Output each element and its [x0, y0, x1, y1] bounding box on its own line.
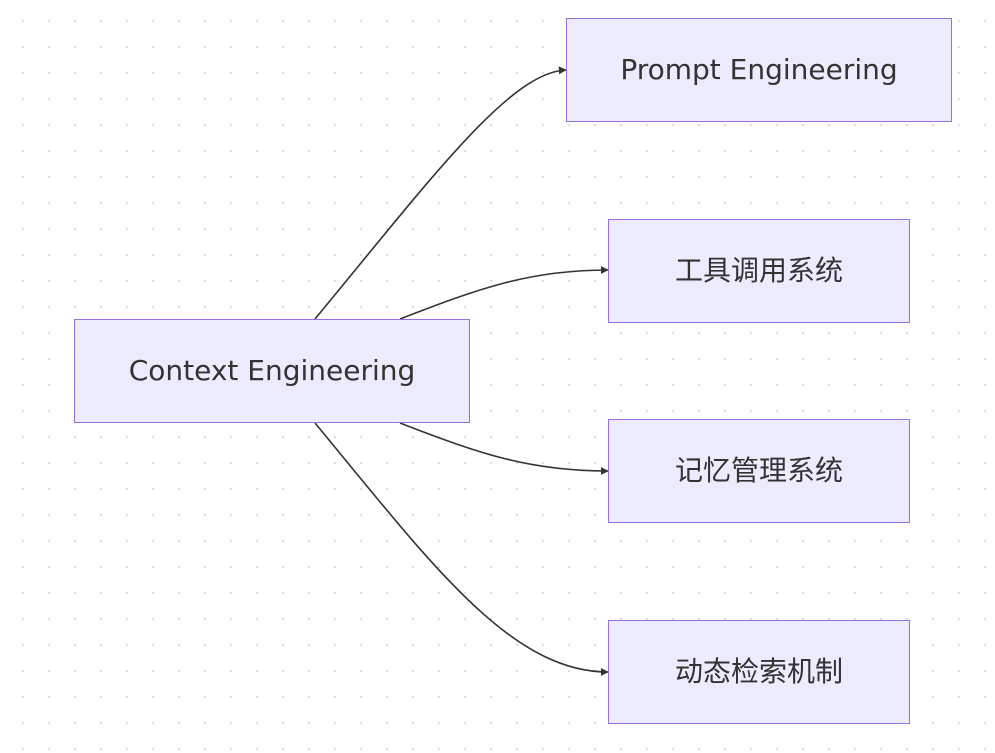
node-prompt-engineering-label: Prompt Engineering	[620, 53, 898, 86]
edge-context-to-prompt	[314, 66, 567, 320]
node-context-engineering: Context Engineering	[74, 319, 470, 423]
node-tool-calling-system-label: 工具调用系统	[674, 254, 843, 287]
node-dynamic-retrieval-mechanism: 动态检索机制	[608, 620, 910, 724]
node-tool-calling-system: 工具调用系统	[608, 219, 910, 323]
node-memory-management-system-label: 记忆管理系统	[674, 454, 843, 487]
edge-context-to-retrieval	[314, 422, 609, 676]
node-prompt-engineering: Prompt Engineering	[566, 18, 952, 122]
node-context-engineering-label: Context Engineering	[128, 354, 416, 387]
node-dynamic-retrieval-mechanism-label: 动态检索机制	[674, 655, 843, 688]
node-memory-management-system: 记忆管理系统	[608, 419, 910, 523]
edge-context-to-memory	[399, 422, 609, 475]
edge-context-to-tools	[399, 266, 609, 320]
